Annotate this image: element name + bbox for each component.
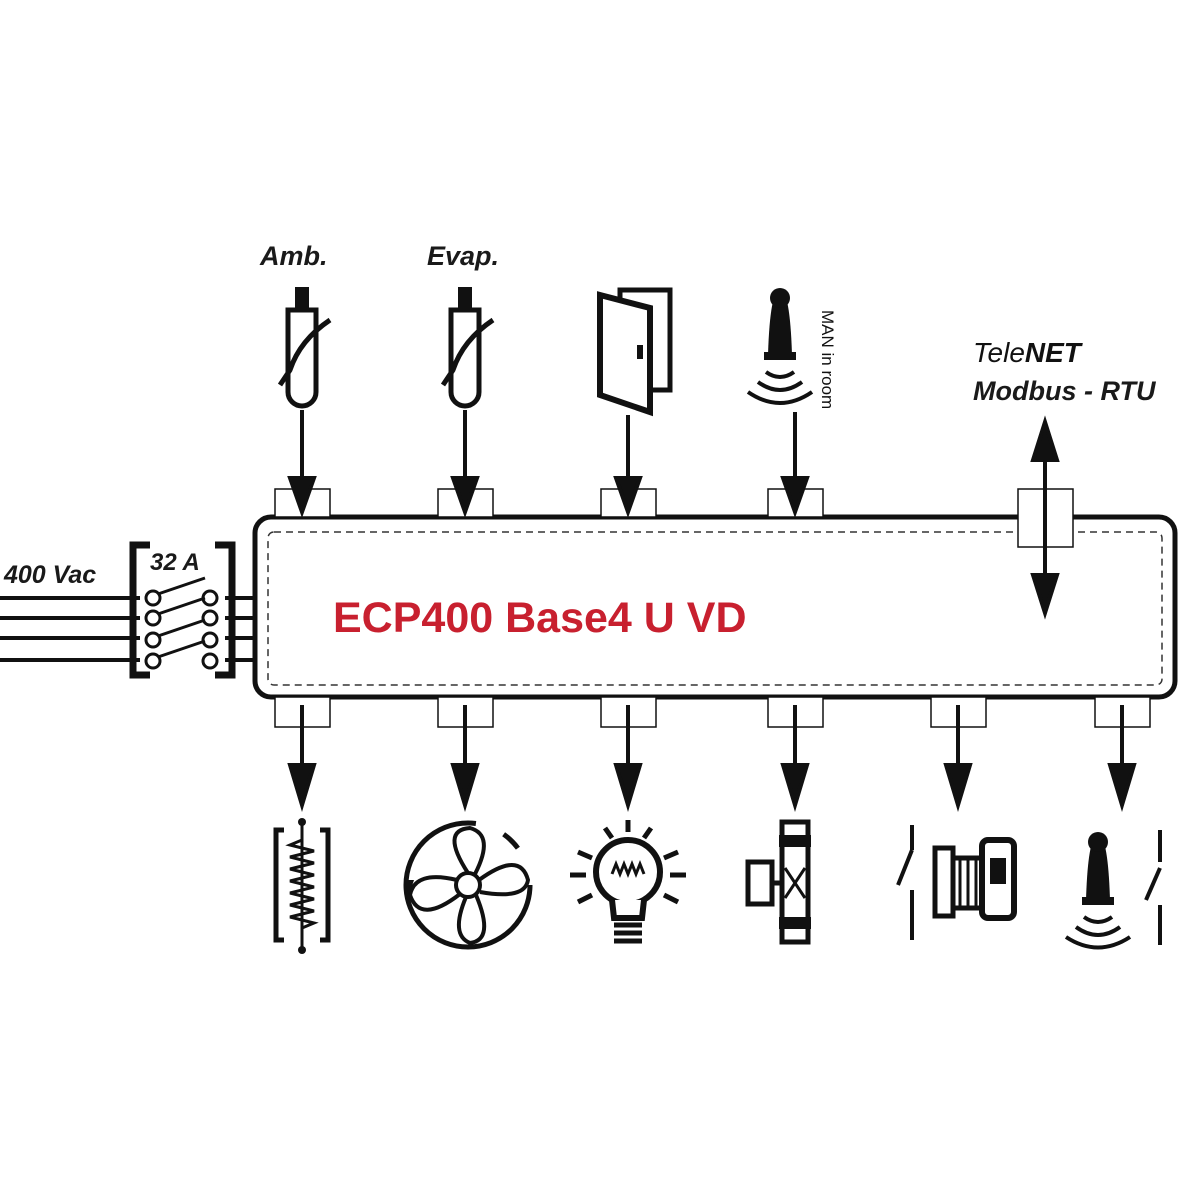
breaker-rating-label: 32 A <box>150 549 200 576</box>
solenoid-valve-icon <box>745 819 811 945</box>
modbus-label: Modbus - RTU <box>973 376 1157 406</box>
input-arrows <box>287 410 810 519</box>
bottom-terminals <box>274 696 1151 728</box>
fan-icon <box>403 820 533 950</box>
telenet-net: NET <box>1025 337 1084 368</box>
input-label-evap: Evap. <box>427 241 499 271</box>
man-in-room-alarm-icon <box>746 288 814 405</box>
input-label-amb: Amb. <box>259 241 328 271</box>
alarm-relay-icon <box>1064 830 1162 950</box>
compressor-relay-icon <box>896 825 1017 940</box>
voltage-label: 400 Vac <box>3 561 96 589</box>
temperature-probe-icon <box>440 287 495 409</box>
light-bulb-icon <box>570 820 686 944</box>
telenet-tele: Tele <box>973 337 1025 368</box>
communication-arrow <box>1030 415 1060 620</box>
communication-label: TeleNET Modbus - RTU <box>973 337 1157 406</box>
svg-text:TeleNET: TeleNET <box>973 337 1084 368</box>
input-label-man-in-room: MAN in room <box>818 310 837 409</box>
power-supply: 400 Vac <box>0 561 255 662</box>
output-arrows <box>287 705 1137 812</box>
door-switch-icon <box>597 287 673 417</box>
heater-resistance-icon <box>273 818 331 954</box>
temperature-probe-icon <box>277 287 332 409</box>
controller-box: ECP400 Base4 U VD <box>252 514 1178 700</box>
circuit-breaker-icon: 32 A <box>129 541 236 679</box>
controller-title: ECP400 Base4 U VD <box>333 594 747 642</box>
